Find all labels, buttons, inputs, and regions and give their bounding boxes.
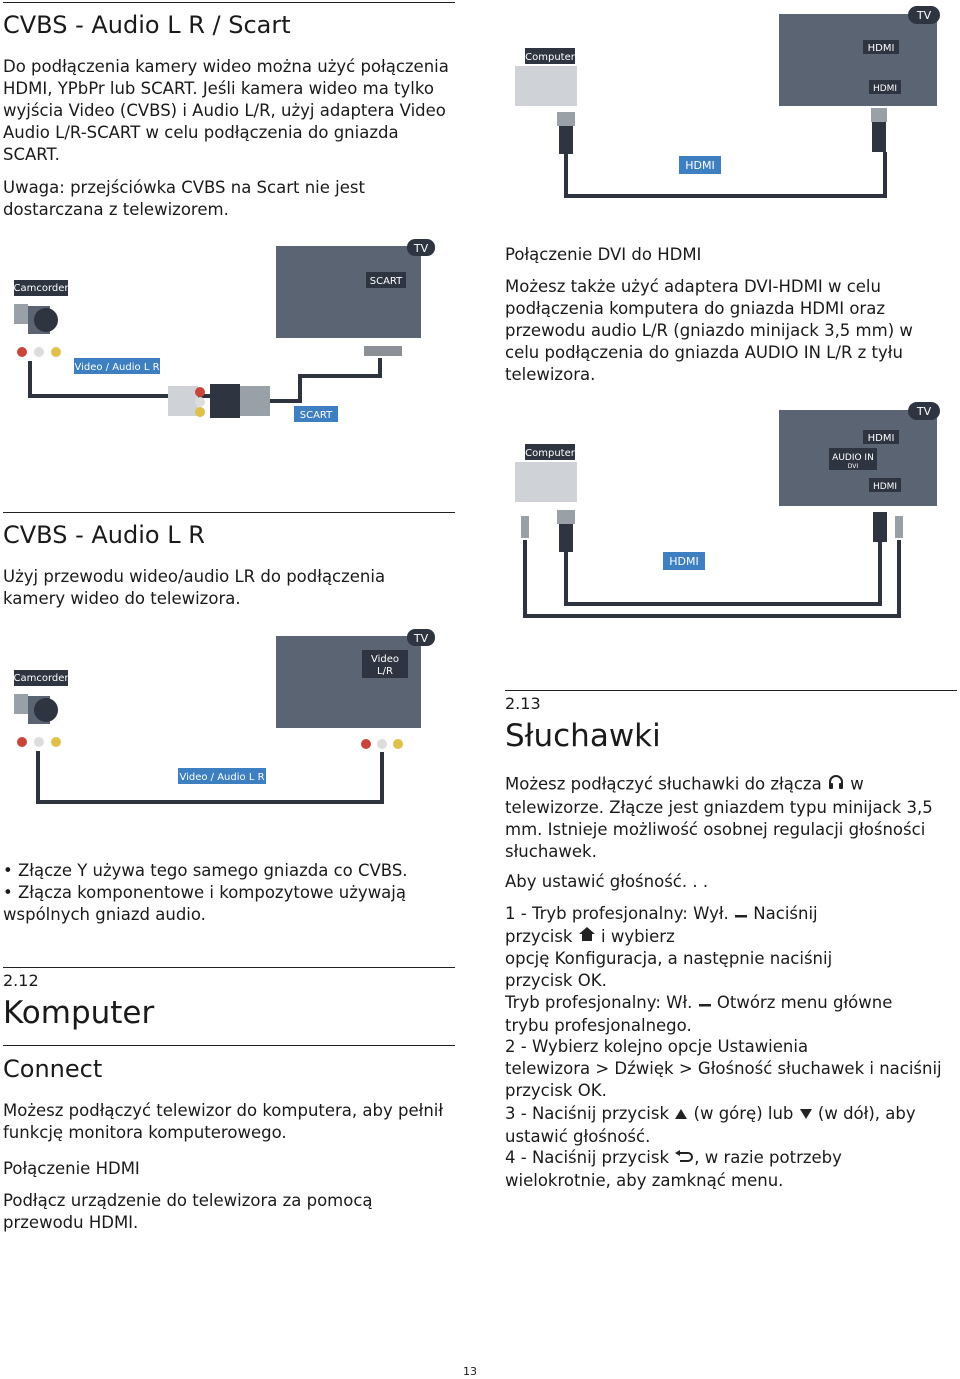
tv-label: TV [413, 242, 429, 255]
back-icon [674, 1148, 694, 1170]
hdmi-paragraph: Podłącz urządzenie do telewizora za pomo… [3, 1191, 373, 1232]
step2-glosnosc: Głośność słuchawek [697, 1059, 865, 1078]
hdmi-port-2-label: HDMI [873, 482, 897, 492]
tv-body [276, 246, 421, 338]
step3-text-c: (w dół), aby [817, 1104, 916, 1123]
hdmi-port-1-label: HDMI [868, 43, 895, 54]
step4-text-a: 4 - Naciśnij przycisk [505, 1148, 670, 1167]
camcorder-scart-diagram: TV SCART Camcorder Video / Audio L R SCA… [13, 239, 435, 422]
step3-text-d: ustawić głośność. [505, 1126, 651, 1146]
hdmi-cable-label: HDMI [669, 555, 698, 568]
step-2: 2 - Wybierz kolejno opcje Ustawienia tel… [505, 1036, 960, 1102]
arrow-up-icon [674, 1104, 688, 1126]
section-title-sluchawki: Słuchawki [505, 718, 661, 754]
step2-sep-1: > [590, 1059, 615, 1078]
step2-ok: OK [577, 1081, 602, 1100]
step1-dot: . [601, 971, 607, 990]
step2-text-i: przycisk [505, 1081, 573, 1100]
subheading-dvi-hdmi: Połączenie DVI do HDMI [505, 245, 702, 264]
step4-text-c: wielokrotnie, aby zamknąć menu. [505, 1170, 784, 1190]
rule-connect [3, 1045, 455, 1046]
step1-text-h: przycisk [505, 971, 573, 990]
camcorder-label: Camcorder [13, 283, 69, 294]
tv-body [276, 636, 421, 728]
headphones-icon [827, 773, 845, 797]
computer-label: Computer [525, 448, 576, 459]
step-3: 3 - Naciśnij przycisk (w górę) lub (w dó… [505, 1103, 960, 1148]
camcorder-label: Camcorder [13, 673, 69, 684]
section-number-213: 2.13 [505, 694, 541, 713]
subheading-hdmi: Połączenie HDMI [3, 1159, 140, 1178]
tv-label: TV [916, 9, 932, 22]
tv-body [779, 14, 937, 106]
hdmi-cable-label: HDMI [685, 159, 714, 172]
rule-212 [3, 967, 455, 968]
step1-text-c: przycisk [505, 926, 573, 946]
step1-text-m: trybu profesjonalnego. [505, 1015, 692, 1035]
video-port-label: Video [371, 654, 399, 665]
scart-port-label: SCART [370, 276, 403, 287]
step2-sep-2: > [673, 1059, 698, 1078]
dvi-label: DVI [848, 463, 859, 470]
step2-text-a: 2 - Wybierz kolejno opcje [505, 1037, 713, 1056]
step2-ustawienia: Ustawienia [717, 1037, 809, 1056]
camcorder-video-lr-diagram: TV Video L/R Camcorder Video / Audio L R [13, 629, 435, 804]
subheading-connect: Connect [3, 1055, 103, 1083]
step2-dot: . [601, 1081, 607, 1100]
step3-text-a: 3 - Naciśnij przycisk [505, 1104, 670, 1123]
step1-text-g: , a następnie naciśnij [657, 949, 833, 968]
step1-text-k: Tryb profesjonalny: Wł. [505, 993, 693, 1012]
minus-icon [698, 993, 712, 1015]
step2-dzwiek: Dźwięk [614, 1059, 674, 1078]
step2-text-h: i naciśnij [864, 1059, 942, 1078]
page-number: 13 [463, 1365, 477, 1378]
section-title-komputer: Komputer [3, 995, 155, 1031]
video-audio-cable-label: Video / Audio L R [74, 362, 159, 373]
section-number-212: 2.12 [3, 971, 39, 990]
section-heading-cvbs: CVBS - Audio L R [3, 521, 205, 549]
tv-label: TV [413, 632, 429, 645]
step1-konfiguracja: Konfiguracja [554, 949, 658, 968]
headphones-text-2: w telewizorze. Złącze jest gniazdem typu… [505, 774, 933, 862]
step1-text-a: 1 - Tryb profesjonalny: Wył. [505, 904, 729, 923]
step1-text-b: Naciśnij [753, 904, 818, 923]
minus-icon [734, 904, 748, 926]
cvbs-paragraph: Użyj przewodu wideo/audio LR do podłącze… [3, 567, 386, 608]
rule-213 [505, 690, 957, 691]
rule-cvbs [3, 512, 455, 513]
computer-dvi-hdmi-diagram: TV HDMI AUDIO IN DVI HDMI Computer HDMI [515, 402, 940, 618]
lr-port-label: L/R [377, 666, 393, 677]
step-4: 4 - Naciśnij przycisk , w razie potrzeby… [505, 1147, 960, 1192]
hdmi-port-2-label: HDMI [873, 84, 897, 94]
tv-label: TV [916, 405, 932, 418]
scart-adapter-label: SCART [300, 410, 333, 421]
step1-ok: OK [577, 971, 602, 990]
step4-text-b: , w razie potrzeby [694, 1148, 842, 1167]
volume-intro: Aby ustawić głośność. . . [505, 872, 709, 891]
bullet-y-connector: • Złącze Y używa tego samego gniazda co … [3, 861, 408, 880]
video-audio-cable-label: Video / Audio L R [179, 772, 264, 783]
step1-text-d: i wybierz [601, 926, 675, 946]
step2-telewizora: telewizora [505, 1059, 591, 1078]
section-heading-cvbs-scart: CVBS - Audio L R / Scart [3, 11, 291, 39]
arrow-down-icon [799, 1104, 813, 1126]
bullet-component-composite: • Złącza komponentowe i kompozytowe używ… [3, 883, 406, 924]
home-icon [578, 926, 596, 948]
top-rule [3, 2, 455, 3]
audio-in-label: AUDIO IN [832, 453, 874, 463]
scart-paragraph-2: Uwaga: przejściówka CVBS na Scart nie je… [3, 178, 365, 219]
step-1: 1 - Tryb profesjonalny: Wył. Naciśnij pr… [505, 903, 955, 1037]
step1-text-e: opcję [505, 949, 550, 968]
computer-hdmi-diagram: TV HDMI HDMI Computer HDMI [515, 6, 940, 198]
hdmi-port-1-label: HDMI [868, 433, 895, 444]
headphones-paragraph: Możesz podłączyć słuchawki do złącza w t… [505, 773, 945, 863]
dvi-paragraph: Możesz także użyć adaptera DVI-HDMI w ce… [505, 277, 913, 384]
step1-text-l: Otwórz menu główne [716, 993, 893, 1012]
connect-paragraph: Możesz podłączyć telewizor do komputera,… [3, 1101, 444, 1142]
step3-text-b: (w górę) lub [693, 1104, 794, 1123]
computer-label: Computer [525, 52, 576, 63]
scart-paragraph-1: Do podłączenia kamery wideo można użyć p… [3, 57, 449, 164]
headphones-text-1: Możesz podłączyć słuchawki do złącza [505, 774, 822, 794]
